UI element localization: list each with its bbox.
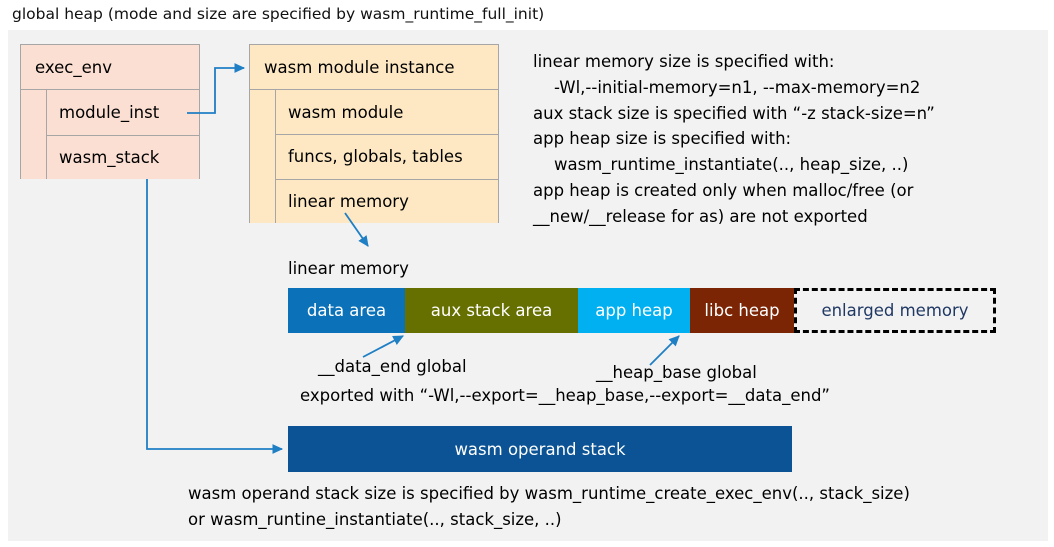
module-instance-field-wasm-module: wasm module (276, 90, 498, 135)
memory-segment-data-area: data area (288, 288, 405, 333)
memory-segment-libc-heap: libc heap (690, 288, 794, 333)
memory-segment-enlarged-memory: enlarged memory (794, 288, 996, 333)
annotation-data-end: __data_end global (318, 357, 467, 376)
exec-env-header: exec_env (21, 45, 199, 90)
annotation-heap-base: __heap_base global (596, 363, 757, 382)
wasm-operand-stack-box: wasm operand stack (288, 426, 792, 472)
diagram-panel: exec_env module_inst wasm_stack wasm mod… (8, 30, 1048, 541)
annotation-exported-with: exported with “-Wl,--export=__heap_base,… (300, 386, 830, 405)
module-instance-header: wasm module instance (250, 45, 498, 90)
module-instance-indent (250, 90, 276, 223)
module-instance-field-funcs-globals-tables: funcs, globals, tables (276, 134, 498, 179)
memory-configuration-notes: linear memory size is specified with: -W… (533, 52, 935, 226)
exec-env-body: module_inst wasm_stack (21, 90, 199, 179)
linear-memory-label: linear memory (288, 259, 409, 278)
module-instance-field-list: wasm module funcs, globals, tables linea… (276, 90, 498, 223)
wasm-module-instance-box: wasm module instance wasm module funcs, … (249, 44, 499, 223)
exec-env-field-module-inst: module_inst (47, 90, 199, 135)
exec-env-box: exec_env module_inst wasm_stack (20, 44, 200, 179)
module-instance-field-linear-memory: linear memory (276, 178, 498, 223)
linear-memory-bar: data area aux stack area app heap libc h… (288, 288, 996, 333)
exec-env-indent (21, 90, 47, 179)
memory-segment-app-heap: app heap (578, 288, 690, 333)
exec-env-field-wasm-stack: wasm_stack (47, 134, 199, 179)
module-instance-body: wasm module funcs, globals, tables linea… (250, 90, 498, 223)
operand-stack-notes: wasm operand stack size is specified by … (188, 484, 910, 529)
memory-segment-aux-stack-area: aux stack area (405, 288, 578, 333)
exec-env-field-list: module_inst wasm_stack (47, 90, 199, 179)
page-title: global heap (mode and size are specified… (12, 5, 545, 23)
